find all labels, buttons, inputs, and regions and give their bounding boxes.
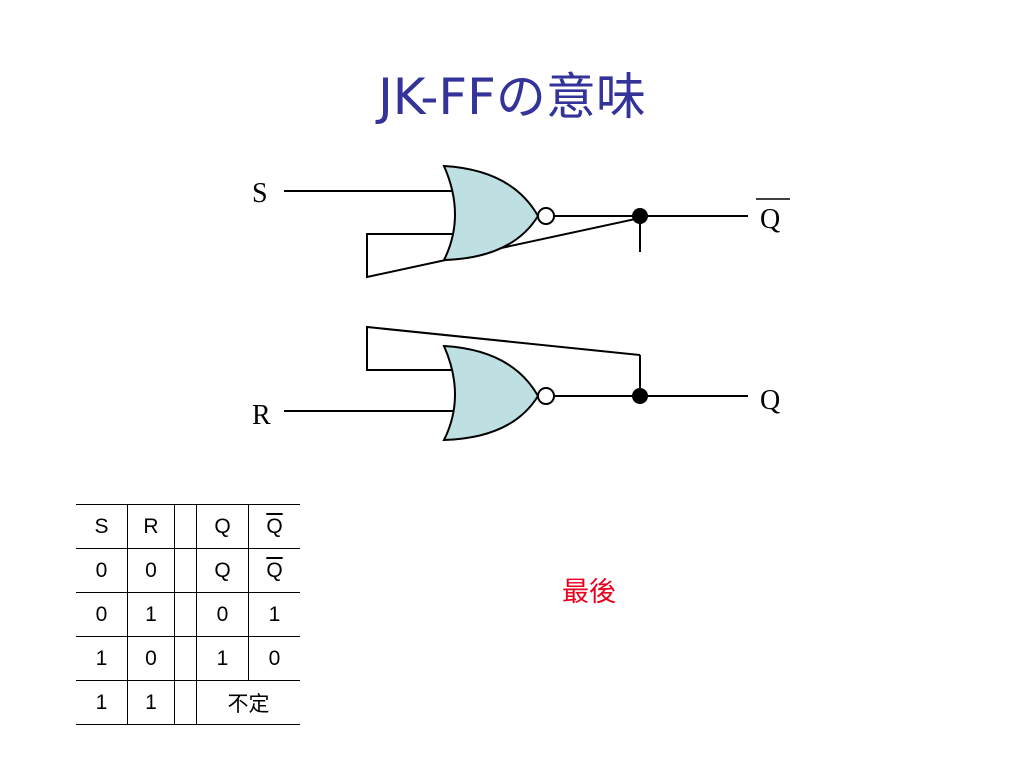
nor-gate-bottom	[442, 344, 540, 442]
truth-table-cell	[174, 636, 197, 681]
truth-table-header-cell: R	[127, 504, 175, 549]
truth-table-cell: 0	[76, 548, 128, 593]
truth-table-cell	[174, 548, 197, 593]
truth-table-cell: 0	[127, 636, 175, 681]
note-text: 最後	[562, 577, 616, 608]
truth-table-cell: 0	[196, 592, 249, 637]
truth-table-cell: 0	[76, 592, 128, 637]
truth-table-header-cell	[174, 504, 197, 549]
truth-table-cell: Q	[248, 548, 300, 593]
truth-table-cell	[174, 680, 197, 725]
truth-table-cell: 1	[127, 592, 175, 637]
truth-table-cell: 1	[76, 636, 128, 681]
label-q: Q	[760, 385, 780, 416]
truth-table-header-cell: Q	[248, 504, 300, 549]
wire-bottom-feedback	[366, 325, 641, 371]
truth-table-cell: 0	[248, 636, 300, 681]
junction-dot-bottom	[632, 388, 648, 404]
truth-table-header-cell: Q	[196, 504, 249, 549]
label-q-bar: Q	[760, 204, 780, 235]
junction-dot-top	[632, 208, 648, 224]
truth-table-cell	[174, 592, 197, 637]
truth-table-header-cell: S	[76, 504, 128, 549]
truth-table-cell: 1	[196, 636, 249, 681]
label-s: S	[252, 178, 268, 209]
nor-gate-top-bubble	[537, 207, 555, 225]
truth-table-cell: Q	[196, 548, 249, 593]
label-r: R	[252, 400, 271, 431]
page-title: JK-FFの意味	[378, 68, 646, 126]
truth-table-cell: 1	[127, 680, 175, 725]
truth-table-cell: 0	[127, 548, 175, 593]
truth-table-cell: 1	[76, 680, 128, 725]
nor-gate-bottom-bubble	[537, 387, 555, 405]
truth-table-cell-undefined: 不定	[196, 680, 300, 725]
nor-gate-top	[442, 164, 540, 262]
truth-table-cell: 1	[248, 592, 300, 637]
